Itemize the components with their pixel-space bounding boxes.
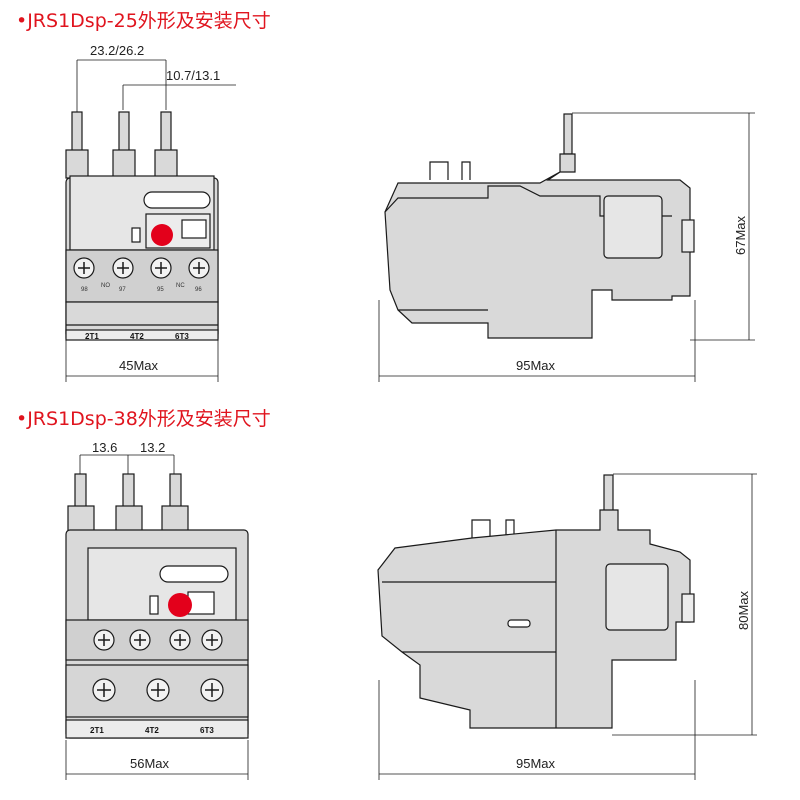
dim-45max: 45Max bbox=[119, 358, 159, 373]
dim-80max: 80Max bbox=[736, 590, 751, 630]
dim-95max-25: 95Max bbox=[516, 358, 556, 373]
dim-line-95max-25 bbox=[378, 300, 696, 382]
terminal-number-96: 96 bbox=[195, 287, 202, 293]
side-view-25 bbox=[384, 113, 695, 339]
terminal-label-2t1-38: 2T1 bbox=[90, 726, 104, 735]
terminal-number-98: 98 bbox=[81, 287, 88, 293]
terminal-number-97: 97 bbox=[119, 287, 126, 293]
dim-95max-38: 95Max bbox=[516, 756, 556, 771]
reset-button-25 bbox=[151, 224, 173, 246]
dim-23-2-26-2: 23.2/26.2 bbox=[90, 43, 144, 58]
dim-56max: 56Max bbox=[130, 756, 170, 771]
dim-line-67max bbox=[572, 112, 755, 341]
dim-67max: 67Max bbox=[733, 215, 748, 255]
dim-13-6: 13.6 bbox=[92, 440, 117, 455]
dim-line-45max bbox=[65, 340, 219, 382]
terminal-label-2t1: 2T1 bbox=[85, 332, 99, 341]
section2-title: •JRS1Dsp-38外形及安装尺寸 bbox=[16, 408, 271, 430]
terminal-label-4t2-38: 4T2 bbox=[145, 726, 159, 735]
dim-line-80max bbox=[612, 473, 757, 736]
terminal-label-6t3-38: 6T3 bbox=[200, 726, 214, 735]
terminal-label-6t3: 6T3 bbox=[175, 332, 189, 341]
terminal-label-4t2: 4T2 bbox=[130, 332, 144, 341]
terminal-number-nc: NC bbox=[176, 283, 185, 289]
reset-button-38 bbox=[168, 593, 192, 617]
terminal-number-no: NO bbox=[101, 283, 110, 289]
front-view-38 bbox=[65, 454, 249, 739]
front-view-25 bbox=[65, 59, 236, 341]
section1-title: •JRS1Dsp-25外形及安装尺寸 bbox=[16, 10, 271, 32]
dim-line-95max-38 bbox=[378, 680, 696, 780]
dim-line-56max bbox=[65, 740, 249, 780]
side-view-38 bbox=[377, 474, 695, 729]
dim-13-2: 13.2 bbox=[140, 440, 165, 455]
terminal-number-95: 95 bbox=[157, 287, 164, 293]
dim-10-7-13-1: 10.7/13.1 bbox=[166, 68, 220, 83]
